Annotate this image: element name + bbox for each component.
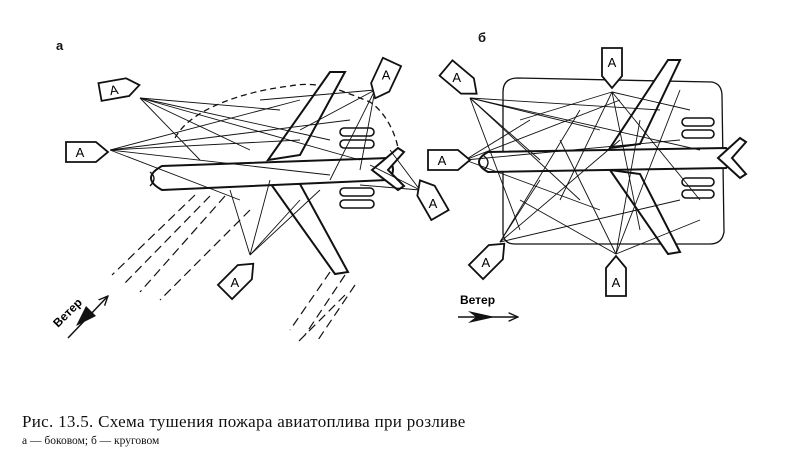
nozzle-a-1: А (97, 77, 141, 102)
spill-boundary-a (174, 83, 399, 149)
airplane-a-fuselage (150, 156, 394, 192)
caption-subtitle: а — боковом; б — круговом (22, 435, 160, 447)
wind-indicator-b: Ветер (458, 293, 518, 323)
figure-caption: Рис. 13.5. Схема тушения пожара авиатопл… (22, 412, 782, 447)
svg-text:А: А (482, 255, 491, 270)
svg-text:А: А (438, 153, 447, 168)
svg-text:А: А (608, 55, 617, 70)
airplane-b-tail (716, 136, 748, 180)
nozzle-a-5: А (216, 262, 255, 301)
airplane-a-upper-wing (265, 71, 347, 162)
panel-b: А А А А А Ветер (427, 47, 748, 323)
panel-a-label: а (56, 38, 64, 53)
nozzle-b-5: А (605, 254, 627, 297)
spill-boundary-b (502, 77, 725, 245)
nozzle-b-4: А (467, 242, 506, 281)
panel-a: А А А А А Ветер (50, 56, 450, 343)
airplane-b-fuselage (478, 146, 732, 174)
svg-text:А: А (76, 145, 85, 160)
svg-text:А: А (612, 275, 621, 290)
svg-text:А: А (429, 196, 438, 211)
airplane-b-upper-wing (607, 59, 682, 150)
foam-jets-a (109, 89, 421, 256)
svg-text:Ветер: Ветер (460, 293, 495, 307)
foam-jets-b (464, 89, 701, 255)
svg-text:А: А (452, 70, 461, 85)
nozzle-b-2: А (601, 47, 623, 90)
nozzle-b-1: А (438, 59, 478, 95)
airplane-b (478, 59, 748, 256)
nozzle-b-3: А (427, 149, 472, 171)
airplane-a-tail (370, 146, 406, 192)
svg-text:А: А (231, 275, 240, 290)
svg-text:А: А (108, 82, 119, 98)
nozzle-a-3: А (370, 56, 403, 100)
nozzle-a-2: А (65, 141, 110, 163)
caption-title: Рис. 13.5. Схема тушения пожара авиатопл… (22, 412, 466, 431)
nozzle-a-4: А (416, 179, 450, 222)
wind-indicator-a: Ветер (50, 295, 108, 339)
downwind-drift-a (111, 194, 356, 343)
svg-text:А: А (382, 68, 391, 83)
panel-b-label: б (478, 30, 487, 45)
